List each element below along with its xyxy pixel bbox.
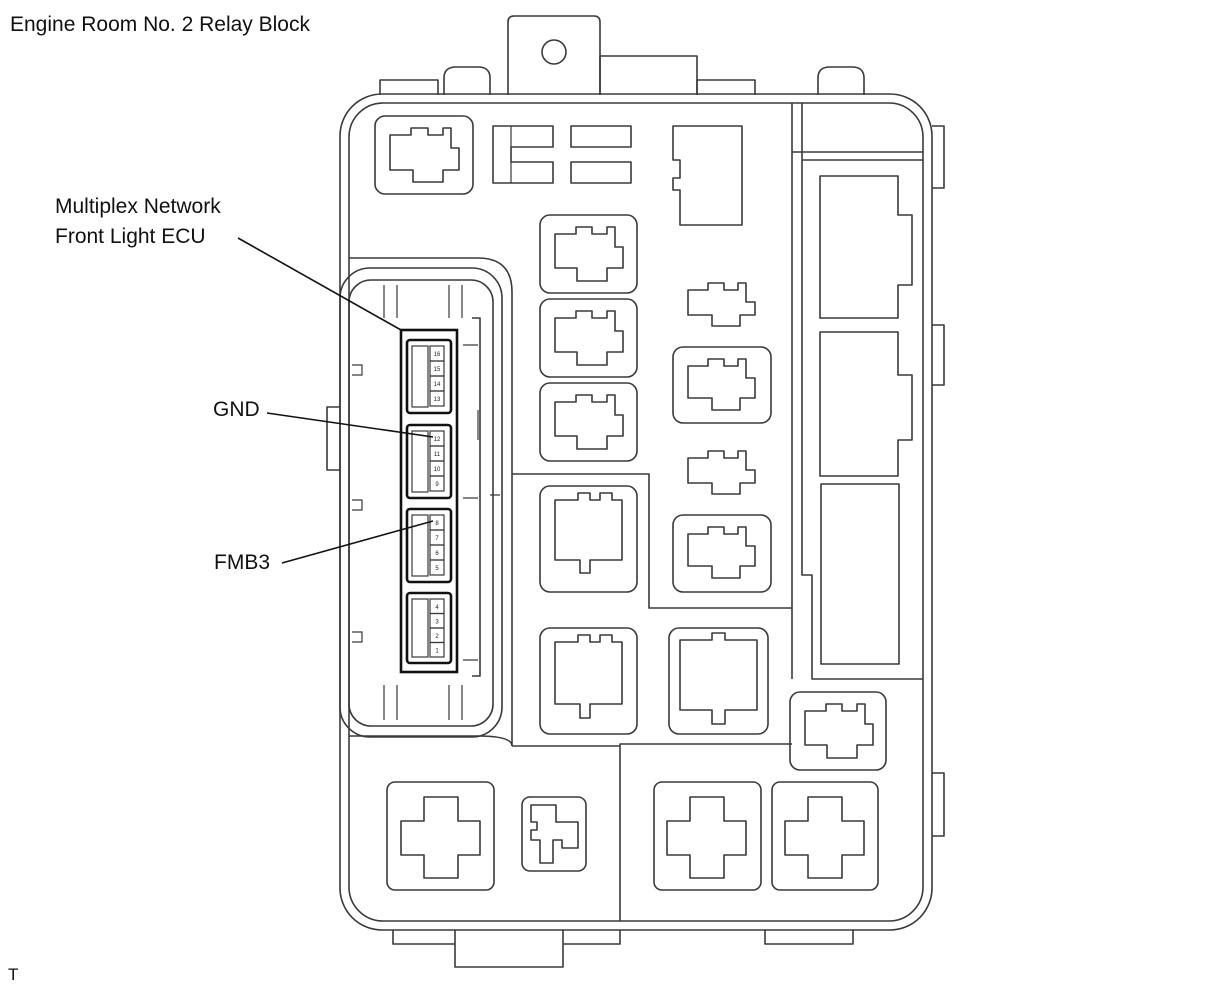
connector-group-2: 12 11 10 9 — [405, 423, 453, 500]
connector-group-3: 8 7 6 5 — [405, 507, 453, 584]
pin-16: 16 — [434, 352, 441, 358]
pin-14: 14 — [434, 382, 441, 388]
pin-4: 4 — [435, 605, 439, 611]
fuse-slots-top — [492, 125, 743, 226]
leader-multiplex — [237, 237, 402, 331]
pin-12: 12 — [434, 437, 441, 443]
top-tabs — [379, 15, 865, 95]
pin-5: 5 — [435, 566, 439, 572]
pin-8: 8 — [435, 521, 439, 527]
leader-gnd — [266, 412, 434, 438]
relays-middle-column — [672, 282, 772, 593]
leader-fmb3 — [281, 520, 434, 564]
pin-10: 10 — [434, 467, 441, 473]
connector-housing — [339, 267, 503, 738]
pin-6: 6 — [435, 551, 439, 557]
connector-group-4: 4 3 2 1 — [405, 591, 453, 665]
label-multiplex-network: Multiplex Network — [55, 195, 221, 218]
label-front-light-ecu: Front Light ECU — [55, 225, 206, 248]
pin-9: 9 — [435, 482, 439, 488]
multiplex-connector: 16 15 14 13 12 11 10 9 8 7 6 5 — [399, 317, 481, 677]
pin-7: 7 — [435, 536, 439, 542]
bottom-tabs — [392, 930, 854, 968]
side-tabs — [326, 125, 945, 837]
relays-left-column — [539, 214, 638, 462]
pin-13: 13 — [434, 397, 441, 403]
pin-3: 3 — [435, 620, 439, 626]
relay-top-left — [374, 115, 474, 195]
pin-1: 1 — [435, 649, 439, 655]
pin-2: 2 — [435, 634, 439, 640]
pin-15: 15 — [434, 367, 441, 373]
diagram-title: Engine Room No. 2 Relay Block — [10, 13, 310, 36]
relays-large — [539, 485, 769, 735]
label-gnd: GND — [213, 398, 260, 421]
pin-11: 11 — [434, 452, 441, 458]
relays-bottom-cross — [386, 781, 879, 891]
leader-lines — [237, 237, 434, 564]
internal-structure — [349, 103, 923, 921]
corner-mark: T — [8, 965, 19, 984]
label-fmb3: FMB3 — [214, 551, 271, 574]
right-column-slots — [819, 175, 913, 665]
relay-right-small — [789, 691, 887, 771]
connector-group-1: 16 15 14 13 — [405, 338, 453, 415]
